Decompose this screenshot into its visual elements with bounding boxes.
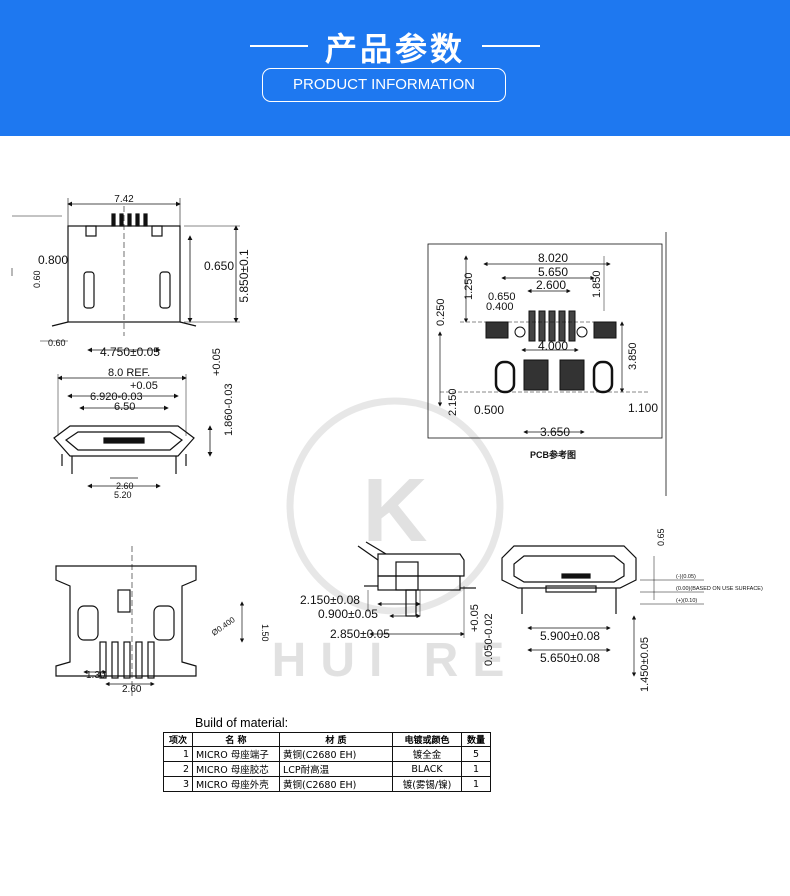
- title-right-rule: [482, 45, 540, 47]
- bottom-view: [55, 546, 245, 696]
- header-banner: 产品参数 PRODUCT INFORMATION: [0, 0, 790, 136]
- bom-cell: 2: [163, 761, 193, 777]
- bill-of-materials: Build of material: 项次 名 称 材 质 电镀或颜色 数量 1…: [163, 716, 491, 792]
- dim-pcb-h3: 0.250: [435, 298, 447, 326]
- dim-pcb-w3: 2.600: [536, 278, 566, 292]
- bom-cell: 1: [163, 746, 193, 762]
- bom-cell: 黄铜(C2680 EH): [279, 746, 393, 762]
- bom-header: 项次: [163, 732, 193, 747]
- dim-side-d2: 0.900±0.05: [318, 607, 378, 621]
- bom-cell: MICRO 母座外壳: [192, 776, 280, 792]
- end-view: [501, 545, 704, 677]
- dim-bottom-side: 1.50: [260, 624, 270, 642]
- bom-cell: 3: [163, 776, 193, 792]
- dim-pcb-h2: 1.850: [591, 270, 603, 298]
- bom-header: 名 称: [192, 732, 280, 747]
- bom-header-row: 项次 名 称 材 质 电镀或颜色 数量: [163, 732, 491, 747]
- bom-cell: 黄铜(C2680 EH): [279, 776, 393, 792]
- table-row: 1 MICRO 母座端子 黄铜(C2680 EH) 镀全金 5: [163, 746, 491, 762]
- bom-cell: MICRO 母座端子: [192, 746, 280, 762]
- table-row: 2 MICRO 母座胶芯 LCP耐高温 BLACK 1: [163, 761, 491, 777]
- bom-cell: 镀(雾锡/镍): [392, 776, 462, 792]
- top-view: [11, 198, 240, 353]
- dim-pcb-h4: 3.850: [627, 342, 639, 370]
- dim-end-n2: (0.00)(BASED ON USE SURFACE): [676, 586, 763, 592]
- dim-top-right: 0.650: [204, 259, 234, 273]
- dim-top-left: 0.800: [38, 253, 68, 267]
- dim-end-n3: (+)(0.10): [676, 598, 697, 604]
- watermark: K HUI RE: [272, 397, 519, 687]
- dim-front-b1: 2.60: [116, 481, 134, 491]
- dim-side-d4-tol: +0.05: [469, 604, 481, 632]
- bom-header: 材 质: [279, 732, 393, 747]
- title-left-rule: [250, 45, 308, 47]
- page-subtitle: PRODUCT INFORMATION: [262, 68, 506, 102]
- dim-pcb-b1: 0.500: [474, 403, 504, 417]
- bom-cell: MICRO 母座胶芯: [192, 761, 280, 777]
- bom-table: 项次 名 称 材 质 电镀或颜色 数量 1 MICRO 母座端子 黄铜(C268…: [163, 732, 491, 792]
- dim-end-n1: (-)(0.05): [676, 574, 696, 580]
- dim-front-width: 6.920-0.03: [90, 391, 143, 403]
- bom-cell: BLACK: [392, 761, 462, 777]
- bom-cell: 1: [461, 761, 491, 777]
- svg-text:K: K: [363, 461, 428, 561]
- dim-bottom-hole: Ø0.400: [210, 615, 237, 638]
- dim-front-height: 1.860-0.03: [223, 383, 235, 436]
- dim-end-top: 0.65: [656, 528, 666, 546]
- dim-bottom-b2: 2.60: [122, 684, 142, 695]
- dim-top-side: 0.60: [32, 270, 42, 288]
- bom-title: Build of material:: [195, 716, 289, 730]
- dim-end-h: 1.450±0.05: [639, 637, 651, 692]
- dim-top-pitch: 4.750±0.05: [100, 345, 160, 359]
- dim-front-inner: 6.50: [114, 401, 135, 413]
- dim-pcb-b3: 3.650: [540, 425, 570, 439]
- bom-cell: 1: [461, 776, 491, 792]
- dim-pcb-b2: 1.100: [628, 401, 658, 415]
- dim-side-d4: 0.050-0.02: [483, 613, 495, 666]
- pcb-footprint: [427, 232, 667, 496]
- bom-cell: LCP耐高温: [279, 761, 393, 777]
- dim-front-height-tol: +0.05: [211, 348, 223, 376]
- dim-end-w2: 5.650±0.08: [540, 651, 600, 665]
- bom-cell: 镀全金: [392, 746, 462, 762]
- dim-top-width: 7.42: [114, 194, 134, 205]
- table-row: 3 MICRO 母座外壳 黄铜(C2680 EH) 镀(雾锡/镍) 1: [163, 776, 491, 792]
- dim-front-ref: 8.0 REF.: [108, 367, 150, 379]
- dim-pcb-w1: 8.020: [538, 251, 568, 265]
- dim-pcb-w2: 5.650: [538, 265, 568, 279]
- page-title: 产品参数: [324, 30, 465, 68]
- dim-top-height: 5.850±0.1: [237, 249, 251, 303]
- bom-cell: 5: [461, 746, 491, 762]
- dim-side-d3: 2.850±0.05: [330, 627, 390, 641]
- bom-header: 数量: [461, 732, 491, 747]
- dim-front-b2: 5.20: [114, 490, 132, 500]
- pcb-caption: PCB参考图: [530, 449, 576, 460]
- dim-end-w1: 5.900±0.08: [540, 629, 600, 643]
- side-view: [357, 541, 476, 638]
- dim-bottom-b1: 1.30: [86, 670, 106, 681]
- dim-front-tol-plus: +0.05: [130, 380, 158, 392]
- dim-pcb-h5: 2.150: [447, 388, 459, 416]
- dim-pcb-w4: 0.650: [488, 291, 516, 303]
- watermark-text: HUI RE: [272, 634, 519, 687]
- bom-header: 电镀或颜色: [392, 732, 462, 747]
- dim-side-d1: 2.150±0.08: [300, 593, 360, 607]
- dim-pcb-w5: 0.400: [486, 301, 514, 313]
- dim-pcb-h1: 1.250: [463, 272, 475, 300]
- dim-pcb-w6: 4.000: [538, 339, 568, 353]
- technical-drawing: K HUI RE 7.42 0.800 0.650 5.850±0.1 0.60…: [11, 194, 763, 696]
- front-view: [53, 374, 213, 489]
- dim-top-bottom-left: 0.60: [48, 338, 66, 348]
